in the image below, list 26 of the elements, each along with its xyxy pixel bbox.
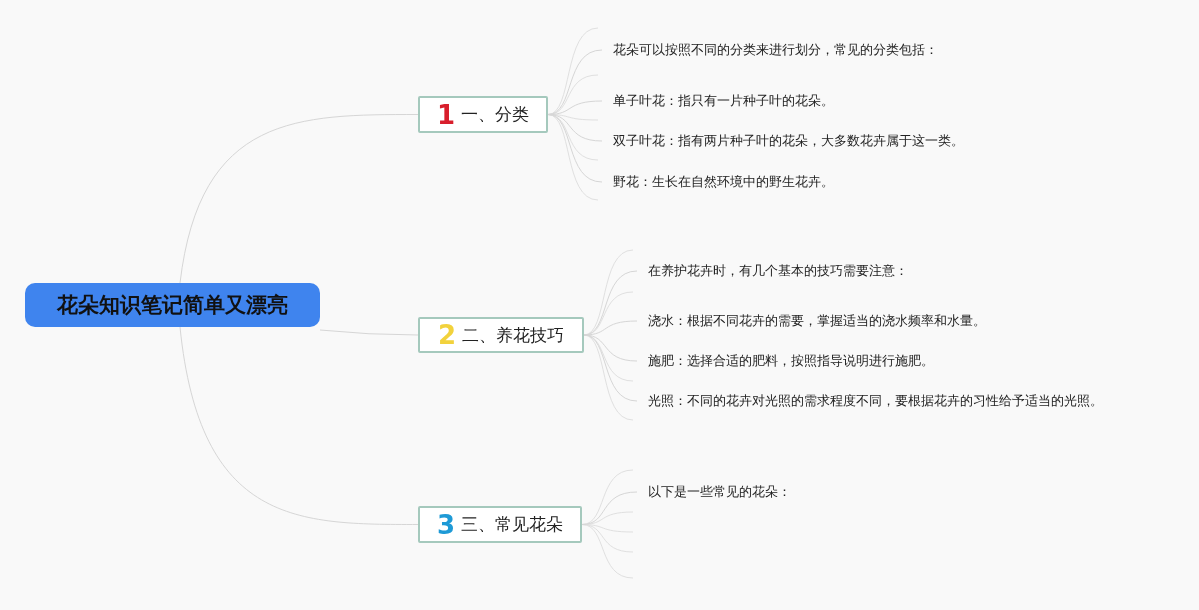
note-text: 以下是一些常见的花朵： [648,483,791,501]
note-text: 野花：生长在自然环境中的野生花卉。 [613,173,834,191]
connector-line [547,114,603,183]
connector-line [179,114,419,284]
topic-box [418,317,584,353]
connector-line [179,326,419,525]
topic-label: 二、养花技巧 [462,323,565,347]
topic-title: 花朵知识笔记简单又漂亮 [57,292,288,319]
note-text: 在养护花卉时，有几个基本的技巧需要注意： [648,262,908,280]
note-text: 浇水：根据不同花卉的需要，掌握适当的浇水频率和水量。 [648,312,986,330]
note-text: 双子叶花：指有两片种子叶的花朵，大多数花卉属于这一类。 [613,132,964,150]
note-text: 单子叶花：指只有一片种子叶的花朵。 [613,92,834,110]
number-marker: 1 [436,101,456,128]
note-text: 花朵可以按照不同的分类来进行划分，常见的分类包括： [613,41,938,59]
topic-box [418,96,548,133]
topic-box [418,506,582,543]
number-marker: 3 [436,511,456,538]
connector-line [319,329,419,336]
note-text: 施肥：选择合适的肥料，按照指导说明进行施肥。 [648,352,934,370]
number-marker: 2 [437,322,457,348]
root-topic [25,283,320,327]
connector-line [581,491,638,525]
note-text: 光照：不同的花卉对光照的需求程度不同，要根据花卉的习性给予适当的光照。 [648,392,1103,410]
topic-label: 一、分类 [461,103,530,126]
topic-label: 三、常见花朵 [461,513,564,536]
connector-line [547,49,603,115]
